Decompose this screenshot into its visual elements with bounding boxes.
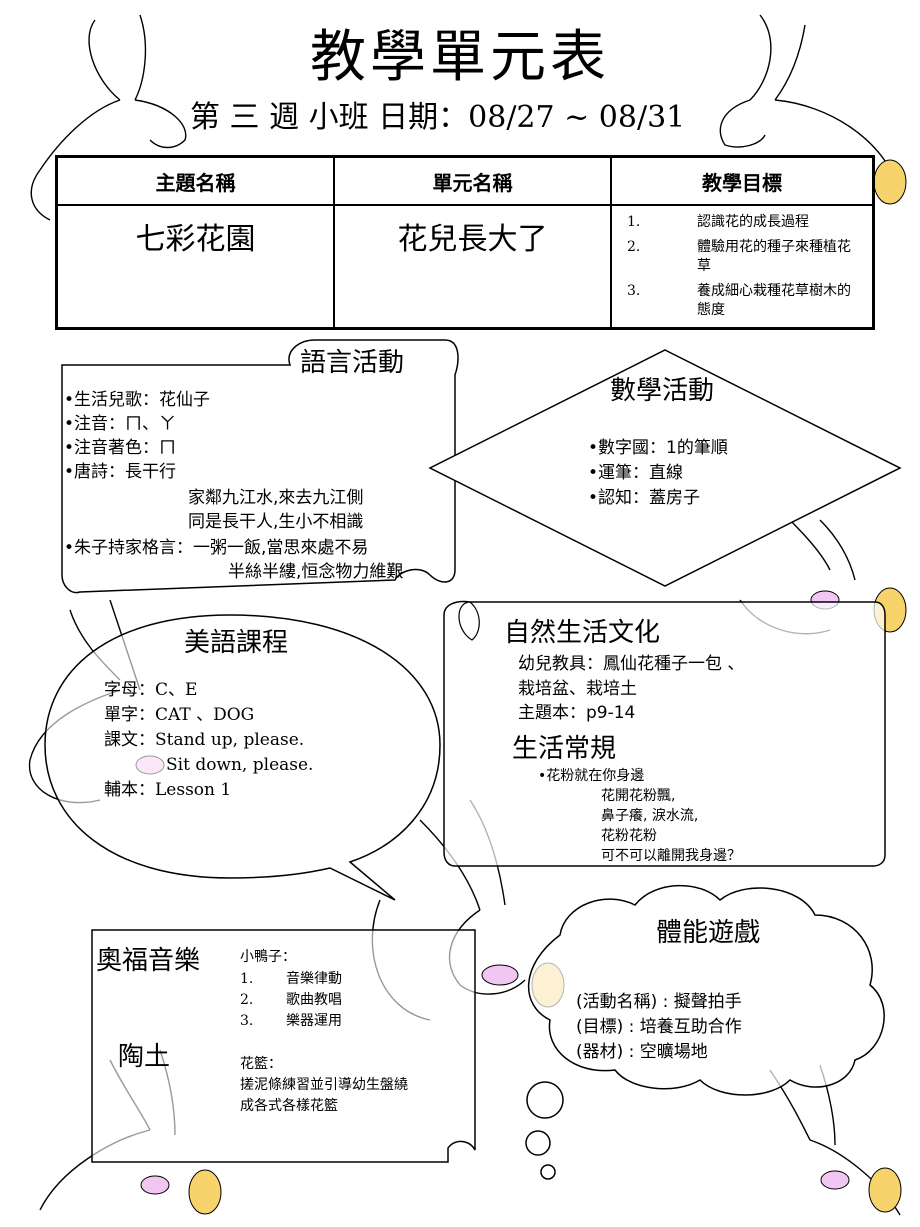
pe-title: 體能遊戲 — [656, 918, 761, 948]
goals-cell: 1.認識花的成長過程 2.體驗用花的種子來種植花草 3.養成細心栽種花草樹木的態… — [610, 204, 875, 330]
english-title: 美語課程 — [184, 628, 289, 658]
english-speech-bubble — [44, 614, 441, 901]
egg-decoration — [868, 1167, 902, 1213]
english-line: Sit down, please. — [166, 755, 314, 775]
music-title: 奧福音樂 — [96, 946, 201, 976]
nature-scroll-shape — [443, 600, 886, 867]
thought-bubble — [526, 1081, 564, 1119]
music-item: 1.音樂律動 — [240, 971, 342, 987]
language-line: •唐詩：長干行 — [64, 462, 177, 482]
language-line: 家鄰九江水,來去九江側 — [188, 488, 364, 508]
list-item: 3.養成細心栽種花草樹木的態度 — [627, 283, 851, 318]
list-item: 1.認識花的成長過程 — [627, 214, 809, 230]
math-line: •認知：蓋房子 — [588, 488, 701, 508]
math-title: 數學活動 — [610, 376, 715, 406]
nature-title: 自然生活文化 — [504, 618, 661, 648]
page-title: 教學單元表 — [310, 25, 610, 90]
math-line: •數字國：1的筆順 — [588, 438, 728, 458]
theme-cell: 七彩花園 — [55, 204, 335, 330]
music-scroll-shape — [91, 929, 476, 1163]
bow-decoration — [140, 1175, 170, 1195]
unit-table: 主題名稱 單元名稱 教學目標 七彩花園 花兒長大了 1.認識花的成長過程 2.體… — [55, 155, 875, 330]
pe-line: (目標) : 培養互助合作 — [576, 1017, 742, 1037]
pe-cloud-shape — [528, 884, 885, 1096]
pe-line: (器材) : 空曠場地 — [576, 1042, 708, 1062]
nature-line: 主題本：p9-14 — [518, 703, 636, 723]
bow-decoration — [820, 1170, 850, 1190]
routine-line: 花開花粉飄, — [601, 788, 676, 804]
music-item: 2.歌曲教唱 — [240, 992, 342, 1008]
unit-cell: 花兒長大了 — [333, 204, 612, 330]
english-line: 字母：C、E — [104, 680, 198, 700]
english-line: 輔本：Lesson 1 — [104, 780, 232, 800]
english-line: 單字：CAT 、DOG — [104, 705, 255, 725]
pe-line: (活動名稱) : 擬聲拍手 — [576, 992, 742, 1012]
page-subtitle: 第 三 週 小班 日期：08/27 ~ 08/31 — [190, 100, 686, 135]
egg-decoration — [188, 1169, 222, 1215]
nature-line: 栽培盆、栽培土 — [518, 679, 637, 699]
nature-line: 幼兒教具：鳳仙花種子一包 、 — [518, 654, 745, 674]
language-line: •注音：ㄇ、ㄚ — [64, 414, 177, 434]
language-line: •注音著色：ㄇ — [64, 438, 177, 458]
routine-title: 生活常規 — [512, 734, 617, 764]
goals-list: 1.認識花的成長過程 2.體驗用花的種子來種植花草 3.養成細心栽種花草樹木的態… — [613, 213, 871, 320]
music-item: 3.樂器運用 — [240, 1013, 342, 1029]
english-line: 課文：Stand up, please. — [104, 730, 305, 750]
language-line: •朱子持家格言：一粥一飯,當思來處不易 — [64, 538, 369, 558]
routine-line: 可不可以離開我身邊？ — [601, 848, 741, 864]
language-line: •生活兒歌：花仙子 — [64, 390, 211, 410]
math-line: •運筆：直線 — [588, 463, 684, 483]
thought-bubble — [525, 1130, 551, 1156]
pottery-title: 陶土 — [118, 1042, 171, 1072]
routine-line: •花粉就在你身邊 — [538, 768, 645, 784]
rabbit-illustration — [30, 14, 187, 221]
egg-decoration — [873, 159, 907, 205]
bow-decoration — [481, 964, 519, 986]
routine-line: 花粉花粉 — [601, 828, 657, 844]
language-scroll-shape — [61, 339, 459, 594]
music-intro: 小鴨子： — [240, 949, 296, 965]
column-header: 單元名稱 — [333, 155, 612, 206]
pottery-line: 搓泥條練習並引導幼生盤繞 — [240, 1077, 408, 1093]
language-line: 同是長干人,生小不相識 — [188, 512, 364, 532]
thought-bubble — [540, 1164, 556, 1180]
routine-line: 鼻子癢, 淚水流, — [601, 808, 699, 824]
language-line: 半絲半縷,恒念物力維艱 — [228, 562, 404, 582]
language-title: 語言活動 — [300, 348, 405, 378]
column-header: 教學目標 — [610, 155, 875, 206]
math-diamond-shape — [428, 349, 902, 587]
pottery-intro: 花籃： — [240, 1056, 282, 1072]
pottery-line: 成各式各樣花籃 — [240, 1098, 338, 1114]
list-item: 2.體驗用花的種子來種植花草 — [627, 239, 851, 274]
column-header: 主題名稱 — [55, 155, 335, 206]
